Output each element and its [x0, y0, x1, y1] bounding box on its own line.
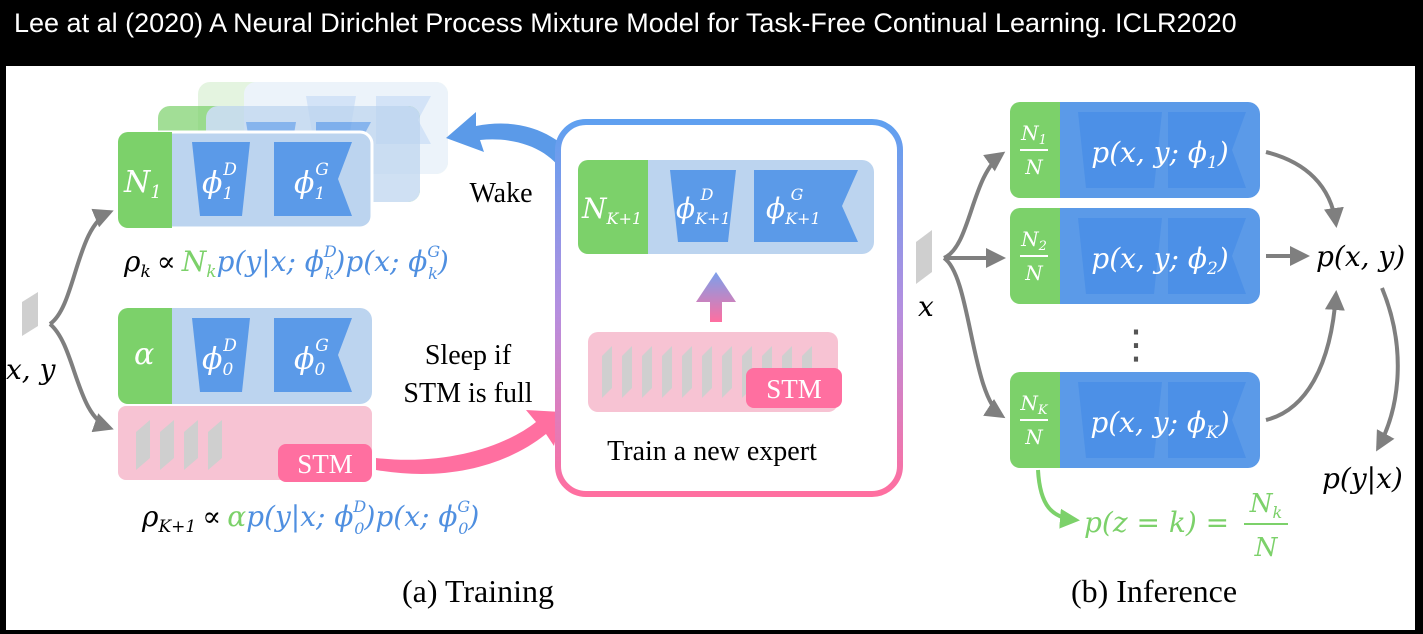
arrow-x-to-expert-1: [942, 151, 1006, 260]
inference-expert-1: N1 N p(x, y; ϕ1): [1010, 102, 1260, 198]
prior-den: N: [1254, 533, 1279, 563]
expert-1: N1 ϕ1D ϕ1G: [116, 130, 374, 230]
header-title: Lee at al (2020) A Neural Dirichlet Proc…: [14, 8, 1237, 38]
alpha-label: α: [134, 337, 154, 372]
dist-2: p(x, y; ϕ2): [1091, 242, 1228, 279]
arrow-x-to-expert-k: [942, 256, 1006, 419]
new-component-block: α ϕ0D ϕ0G: [118, 308, 372, 404]
training-input-label: x, y: [6, 353, 57, 386]
joint-label: p(x, y): [1316, 240, 1405, 273]
sleep-arrow: [376, 410, 562, 474]
dist-k: p(x, y; ϕK): [1090, 406, 1229, 443]
train-up-arrow: [696, 272, 736, 322]
phi-d-1: ϕ1D: [202, 160, 237, 204]
new-stm-label: STM: [766, 374, 822, 404]
sleep-label-line1: Sleep if: [425, 340, 512, 371]
stm-label: STM: [297, 449, 353, 479]
new-expert-n: NK+1: [581, 192, 642, 228]
arrow-input-to-expert: [48, 208, 114, 326]
wake-label: Wake: [469, 178, 532, 209]
train-new-expert-box: NK+1 ϕK+1D ϕK+1G: [555, 119, 903, 497]
weight-num-2: N2: [1020, 227, 1047, 254]
weight-den-1: N: [1024, 155, 1044, 179]
stm-block: STM: [118, 406, 372, 482]
inference-panel: x N1 N p(x, y; ϕ1): [916, 102, 1405, 609]
inference-input-label: x: [918, 290, 934, 323]
arrow-expert-1-to-joint: [1265, 150, 1344, 228]
train-new-expert-caption: Train a new expert: [607, 436, 817, 467]
generator-shape: [274, 142, 352, 216]
arrow-input-to-new: [48, 322, 114, 433]
arrow-weight-to-prior: [1036, 469, 1080, 529]
inference-expert-2: N2 N p(x, y; ϕ2): [1010, 208, 1260, 304]
ellipsis: ⋮: [1116, 322, 1156, 368]
new-expert-phi-d: ϕK+1D: [676, 185, 731, 228]
phi-d-0: ϕ0D: [202, 336, 237, 380]
weight-den-2: N: [1024, 261, 1044, 285]
weight-den-k: N: [1024, 425, 1044, 449]
prior-num: Nk: [1249, 489, 1282, 522]
phi-g-0: ϕ0G: [294, 336, 329, 380]
phi-g-1: ϕ1G: [294, 160, 329, 204]
expert-count-n1: N1: [123, 165, 162, 203]
arrow-joint-to-cond: [1376, 287, 1400, 452]
weight-num-k: NK: [1019, 391, 1049, 418]
dist-1: p(x, y; ϕ1): [1091, 136, 1228, 173]
inference-caption: (b) Inference: [1071, 573, 1237, 609]
discriminator-shape: [192, 142, 250, 216]
input-icon: [22, 292, 38, 336]
arrow-expert-k-to-joint: [1265, 290, 1345, 422]
training-caption: (a) Training: [402, 573, 554, 609]
inference-input-icon: [916, 230, 932, 284]
sleep-label-line2: STM is full: [403, 378, 532, 409]
cond-label: p(y|x): [1322, 462, 1403, 495]
new-expert-phi-g: ϕK+1G: [766, 185, 821, 228]
inference-expert-k: NK N p(x, y; ϕK): [1010, 372, 1260, 468]
weight-num-1: N1: [1020, 121, 1047, 148]
prior-lhs: p(z = k) =: [1084, 506, 1229, 539]
